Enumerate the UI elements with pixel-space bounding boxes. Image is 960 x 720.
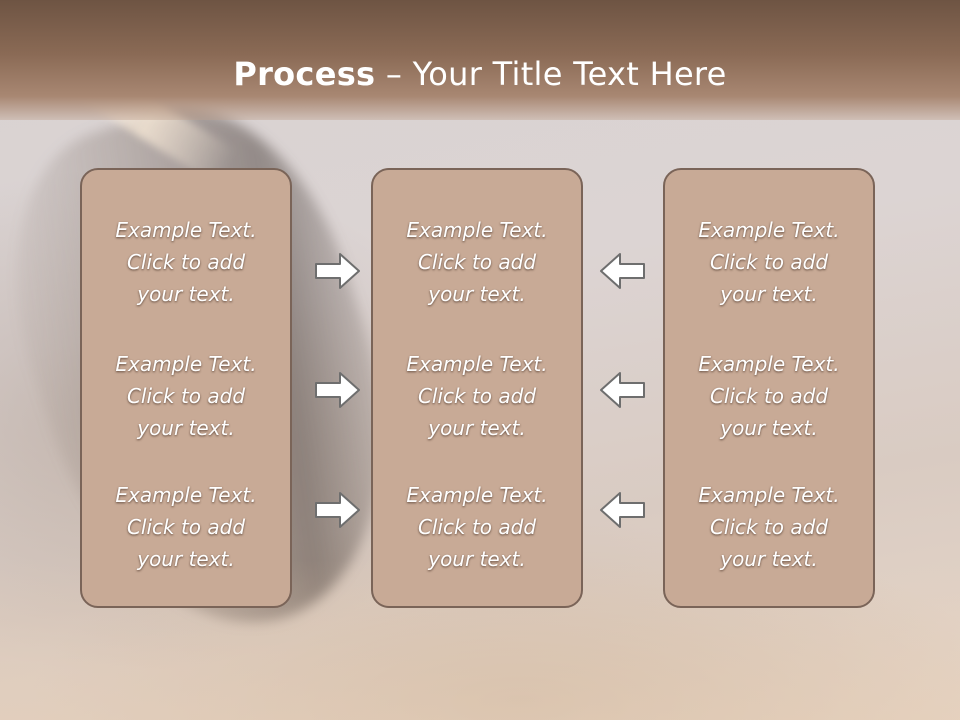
box-text[interactable]: Example Text. Click to add your text. — [115, 352, 257, 440]
title-dash: – — [375, 55, 413, 93]
title-rest: Your Title Text Here — [412, 55, 727, 93]
arrow-left-icon — [600, 253, 645, 289]
arrow-left-icon — [600, 492, 645, 528]
box-text[interactable]: Example Text. Click to add your text. — [406, 483, 548, 571]
box-text[interactable]: Example Text. Click to add your text. — [698, 218, 840, 306]
title-bold-part: Process — [233, 55, 376, 93]
process-box-left[interactable]: Example Text. Click to add your text. Ex… — [80, 168, 292, 608]
slide-title[interactable]: Process – Your Title Text Here — [0, 55, 960, 93]
box-text[interactable]: Example Text. Click to add your text. — [115, 483, 257, 571]
arrow-right-icon — [315, 492, 360, 528]
arrow-right-icon — [315, 372, 360, 408]
process-box-center[interactable]: Example Text. Click to add your text. Ex… — [371, 168, 583, 608]
box-text[interactable]: Example Text. Click to add your text. — [115, 218, 257, 306]
box-text[interactable]: Example Text. Click to add your text. — [698, 483, 840, 571]
title-bar — [0, 0, 960, 120]
box-text[interactable]: Example Text. Click to add your text. — [406, 352, 548, 440]
arrow-left-icon — [600, 372, 645, 408]
arrow-right-icon — [315, 253, 360, 289]
box-text[interactable]: Example Text. Click to add your text. — [406, 218, 548, 306]
process-box-right[interactable]: Example Text. Click to add your text. Ex… — [663, 168, 875, 608]
box-text[interactable]: Example Text. Click to add your text. — [698, 352, 840, 440]
